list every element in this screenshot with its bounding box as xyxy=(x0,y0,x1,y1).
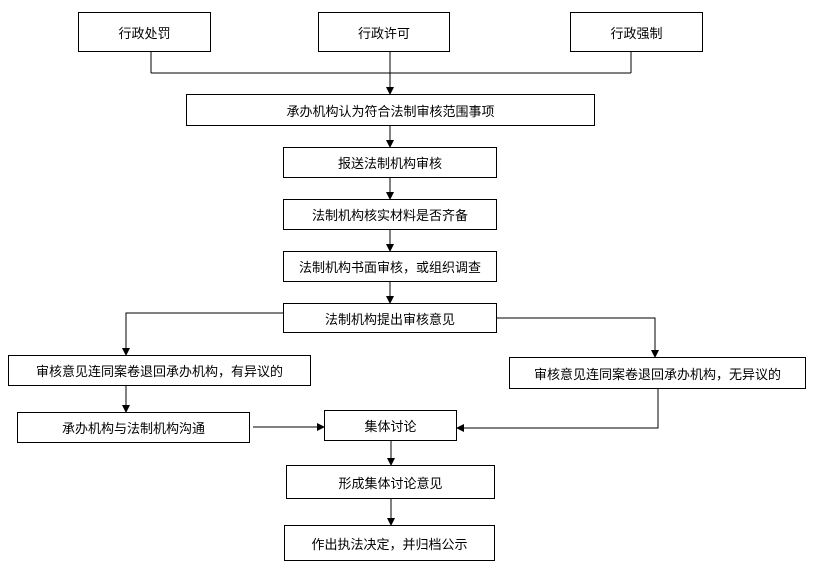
box-enforcement-decision: 作出执法决定，并归档公示 xyxy=(284,525,495,561)
box-label: 承办机构与法制机构沟通 xyxy=(61,422,205,437)
box-label: 形成集体讨论意见 xyxy=(338,476,443,492)
box-label: 集体讨论 xyxy=(364,420,417,435)
box-label: 法制机构核实材料是否齐备 xyxy=(311,209,468,224)
box-written-review: 法制机构书面审核，或组织调查 xyxy=(283,251,497,282)
box-returned-with-objection: 审核意见连同案卷退回承办机构，有异议的 xyxy=(8,355,311,386)
box-label: 行政许可 xyxy=(357,26,410,42)
box-label: 行政处罚 xyxy=(118,26,171,42)
box-label: 审核意见连同案卷退回承办机构，有异议的 xyxy=(35,365,283,380)
box-label: 承办机构认为符合法制审核范围事项 xyxy=(286,104,495,120)
box-label: 报送法制机构审核 xyxy=(337,157,442,172)
box-returned-no-objection: 审核意见连同案卷退回承办机构，无异议的 xyxy=(509,357,806,389)
box-review-opinion: 法制机构提出审核意见 xyxy=(283,303,497,333)
box-communicate: 承办机构与法制机构沟通 xyxy=(17,412,250,443)
box-administrative-license: 行政许可 xyxy=(318,12,450,52)
box-label: 行政强制 xyxy=(610,26,663,42)
box-collective-discussion: 集体讨论 xyxy=(324,410,457,441)
box-administrative-penalty: 行政处罚 xyxy=(78,12,211,52)
box-review-scope: 承办机构认为符合法制审核范围事项 xyxy=(186,94,595,126)
box-label: 审核意见连同案卷退回承办机构，无异议的 xyxy=(533,367,781,383)
box-submit-review: 报送法制机构审核 xyxy=(283,147,497,178)
box-verify-materials: 法制机构核实材料是否齐备 xyxy=(283,199,497,230)
box-label: 法制机构提出审核意见 xyxy=(324,312,455,328)
box-label: 法制机构书面审核，或组织调查 xyxy=(298,261,481,276)
arrow-to-no-objection xyxy=(497,317,659,358)
box-form-discussion-opinion: 形成集体讨论意见 xyxy=(286,465,495,499)
arrow-no-objection-to-discuss xyxy=(456,389,659,432)
box-label: 作出执法决定，并归档公示 xyxy=(311,537,468,553)
arrow-to-objection xyxy=(122,312,283,356)
box-administrative-enforcement: 行政强制 xyxy=(570,12,703,52)
